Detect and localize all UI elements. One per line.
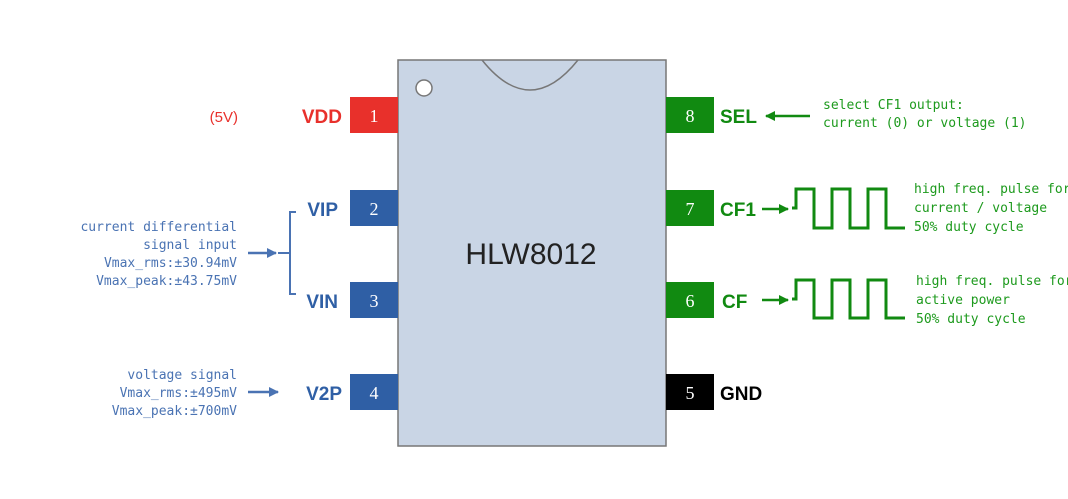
pin-label: GND [720,384,762,405]
pin-number: 7 [686,199,695,219]
sel-note-line: current (0) or voltage (1) [823,116,1027,131]
cf-note-line: high freq. pulse for [916,274,1068,289]
pin-label: VIP [307,200,338,221]
sel-note-line: select CF1 output: [823,98,964,113]
pin-label: SEL [720,107,757,128]
pin-number: 8 [686,106,695,126]
current-note-line: signal input [143,238,237,253]
cf-annotation: high freq. pulse for active power 50% du… [762,274,1068,327]
square-wave-icon [792,187,905,230]
pin-number: 2 [370,199,379,219]
square-wave-icon [792,278,905,320]
cf1-note-line: high freq. pulse for [914,182,1068,197]
cf-note-line: 50% duty cycle [916,312,1026,327]
pin-2: 2 VIP [307,190,398,226]
pin-number: 3 [370,291,379,311]
bracket [289,211,296,295]
cf1-note-line: current / voltage [914,201,1047,216]
pin-label: CF [722,292,747,313]
pin-label: VDD [302,107,342,128]
pin-number: 4 [370,383,379,403]
voltage-note-line: Vmax_rms:±495mV [120,386,238,401]
voltage-note-line: Vmax_peak:±700mV [112,404,237,419]
pin-5: 5 GND [666,374,762,410]
pin-label: V2P [306,384,342,405]
pin-label: CF1 [720,200,756,221]
current-note-line: current differential [80,220,237,235]
pin-7: 7 CF1 [666,190,756,226]
pin-8: 8 SEL [666,97,757,133]
chip-notch [481,59,579,91]
pin-6: 6 CF [666,282,747,318]
pin-3: 3 VIN [306,282,398,318]
voltage-note-line: voltage signal [127,368,237,383]
voltage-input-annotation: voltage signal Vmax_rms:±495mV Vmax_peak… [112,368,279,419]
cf1-annotation: high freq. pulse for current / voltage 5… [762,182,1068,235]
pin-4: 4 V2P [306,374,398,410]
cf-note-line: active power [916,293,1010,308]
current-input-annotation: current differential signal input Vmax_r… [80,211,296,295]
pin-1: 1 VDD [302,97,398,133]
pin-label: VIN [306,292,338,313]
vdd-voltage-note: (5V) [210,109,238,126]
cf1-note-line: 50% duty cycle [914,220,1024,235]
current-note-line: Vmax_rms:±30.94mV [104,256,237,271]
chip-name: HLW8012 [465,238,596,271]
pin-number: 5 [686,383,695,403]
chip-body: HLW8012 [397,59,667,447]
pin1-marker-dot [415,79,433,97]
current-note-line: Vmax_peak:±43.75mV [96,274,237,289]
sel-annotation: select CF1 output: current (0) or voltag… [765,98,1027,131]
pin-number: 6 [686,291,695,311]
pin-number: 1 [370,106,379,126]
